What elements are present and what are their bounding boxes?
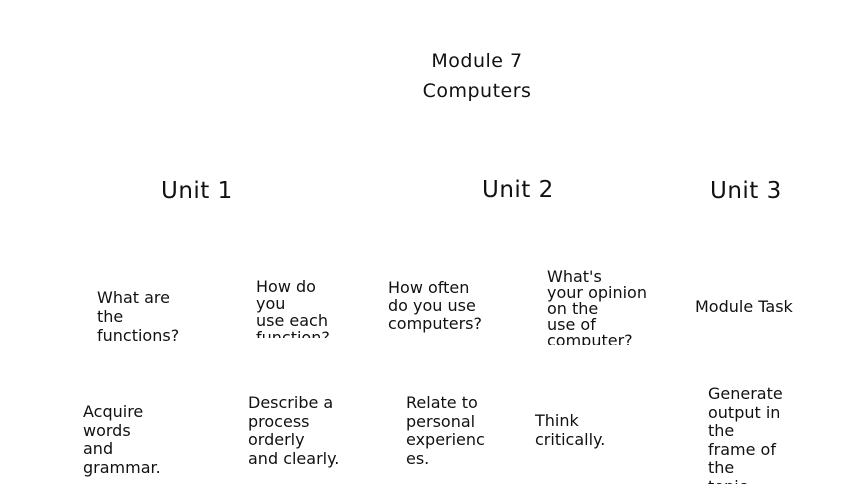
goal-generate-output: Generate output in the frame of the topi… [708,385,783,484]
goal-relate-experience: Relate to personal experienc es. [406,394,485,468]
question-how-often: How often do you use computers? [388,278,482,333]
question-opinion-text: What's your opinion on the use of comput… [547,269,647,345]
goal-describe-process: Describe a process orderly and clearly. [248,393,340,468]
question-use-each-function: How do you use each function? [256,278,348,338]
unit-1-heading: Unit 1 [161,178,233,204]
unit-2-heading: Unit 2 [482,177,554,203]
question-module-task: Module Task [695,297,793,316]
module-subtitle: Computers [422,80,532,102]
goal-acquire-words: Acquire words and grammar. [83,402,161,477]
goal-think-critically: Think critically. [535,411,606,449]
question-functions: What are the functions? [97,288,180,345]
module-title: Module 7 [431,50,523,72]
question-opinion: What's your opinion on the use of comput… [547,269,647,345]
question-use-each-function-text: How do you use each function? [256,278,330,338]
unit-3-heading: Unit 3 [710,178,782,204]
